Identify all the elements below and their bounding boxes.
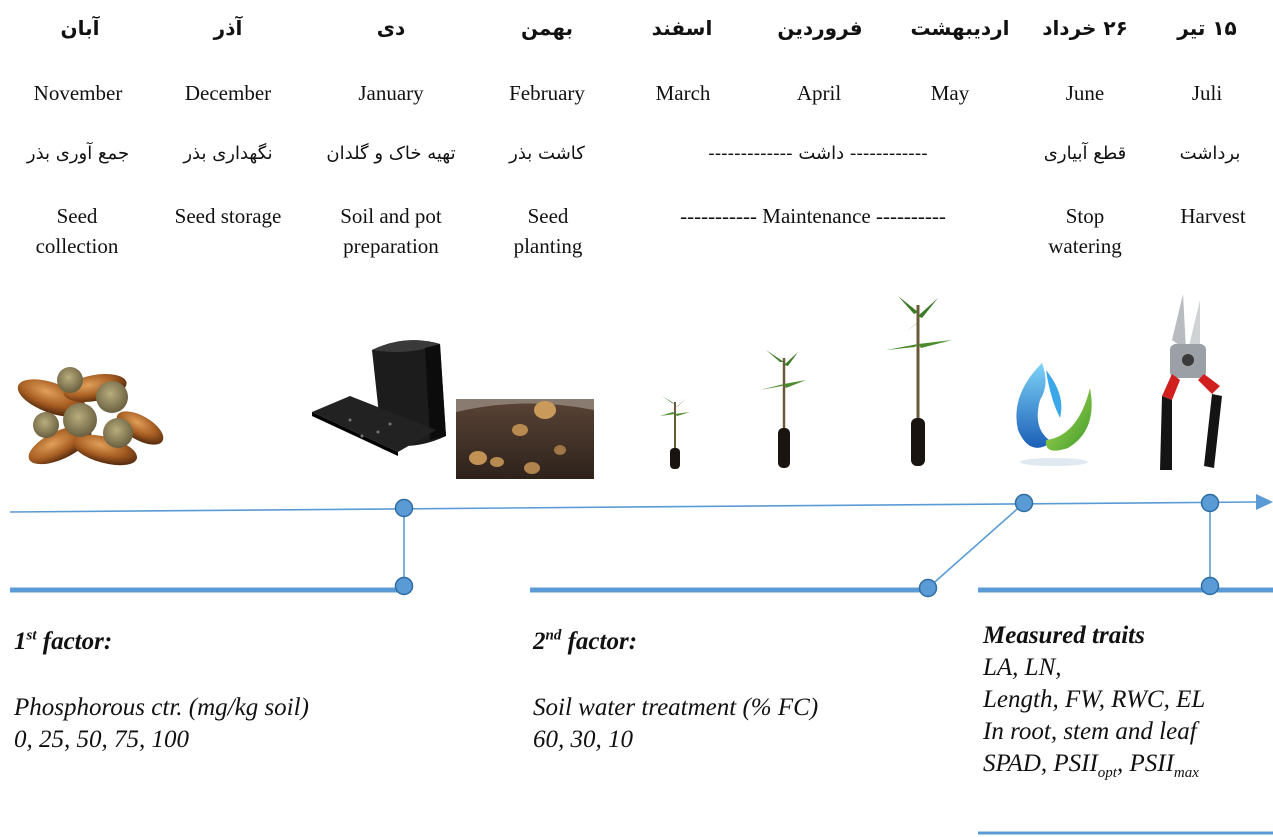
fa-activity-maintenance: ------------ داشت ------------- — [708, 143, 928, 164]
main-timeline — [9, 494, 1273, 513]
persian-month-bahman: بهمن — [520, 16, 574, 40]
month-juli: Juli — [1191, 81, 1223, 105]
fa-activity-harvest: برداشت — [1179, 143, 1241, 164]
factor1-title: 1st factor: — [14, 628, 113, 656]
month-june: June — [1065, 81, 1105, 105]
activity-stop-watering: Stop watering — [1048, 204, 1122, 258]
persian-month-dey: دی — [376, 16, 406, 40]
persian-month-tir: ۱۵ تیر — [1177, 16, 1237, 40]
timeline-node — [1014, 493, 1034, 513]
timeline-node — [1200, 576, 1220, 596]
persian-month-esfand: اسفند — [651, 16, 713, 40]
activity-soil-pot-preparation: Soil and pot preparation — [340, 204, 442, 258]
persian-month-aban: آبان — [60, 16, 100, 40]
persian-month-farvardin: فروردین — [777, 16, 863, 40]
soil-seeds-image — [456, 399, 594, 479]
persian-month-azar: آذر — [213, 16, 243, 40]
factor2-connector — [927, 502, 1025, 589]
persian-month-ordibehesht: اردیبهشت — [910, 16, 1010, 40]
month-april: April — [796, 81, 842, 105]
factor2-title: 2nd factor: — [533, 628, 638, 656]
activity-seed-planting: Seed planting — [513, 204, 583, 258]
persian-month-khordad: ۲۶ خرداد — [1042, 16, 1128, 40]
fa-activity-stop-watering: قطع آبیاری — [1043, 143, 1127, 164]
fa-activity-soil-pot: تهیه خاک و گلدان — [326, 143, 456, 164]
factor2-levels: 60, 30, 10 — [533, 726, 633, 754]
traits-line-1: LA, LN, — [983, 654, 1062, 681]
activity-seed-collection: Seed collection — [35, 204, 119, 258]
fa-activity-seed-planting: کاشت بذر — [509, 143, 585, 164]
seedling-medium-image — [760, 350, 806, 468]
activity-maintenance: ----------- Maintenance ---------- — [680, 204, 946, 228]
month-december: December — [184, 81, 272, 105]
factor1-description: Phosphorous ctr. (mg/kg soil) — [14, 694, 309, 722]
traits-line-3: In root, stem and leaf — [983, 718, 1197, 745]
activity-seed-storage: Seed storage — [174, 204, 282, 228]
seedling-large-image — [886, 296, 952, 466]
factor2-description: Soil water treatment (% FC) — [533, 694, 819, 722]
timeline-node — [1200, 493, 1220, 513]
month-february: February — [509, 81, 585, 105]
fa-activity-seed-storage: نگهداری بذر — [183, 143, 273, 164]
factor1-levels: 0, 25, 50, 75, 100 — [14, 726, 189, 754]
seedling-small-image — [660, 396, 690, 469]
timeline-node — [918, 578, 938, 598]
plastic-pots-image — [312, 340, 446, 456]
water-drop-logo — [1016, 363, 1092, 466]
month-november: November — [33, 81, 123, 105]
timeline-node — [394, 498, 414, 518]
factor1-block: 1st factor: Phosphorous ctr. (mg/kg soil… — [14, 620, 309, 756]
month-march: March — [655, 81, 711, 105]
month-may: May — [930, 81, 970, 105]
activity-harvest: Harvest — [1180, 204, 1246, 228]
traits-line-4: SPAD, PSIIopt, PSIImax — [983, 750, 1199, 781]
month-january: January — [358, 81, 424, 105]
pruning-shears-image — [1160, 294, 1222, 470]
traits-block: Measured traits LA, LN, Length, FW, RWC,… — [983, 620, 1205, 789]
acorns-image — [17, 367, 164, 466]
fa-activity-seed-collection: جمع آوری بذر — [26, 143, 130, 164]
traits-line-2: Length, FW, RWC, EL — [983, 686, 1206, 713]
factor2-block: 2nd factor: Soil water treatment (% FC) … — [533, 620, 818, 756]
timeline-node — [394, 576, 414, 596]
traits-title: Measured traits — [983, 622, 1145, 649]
